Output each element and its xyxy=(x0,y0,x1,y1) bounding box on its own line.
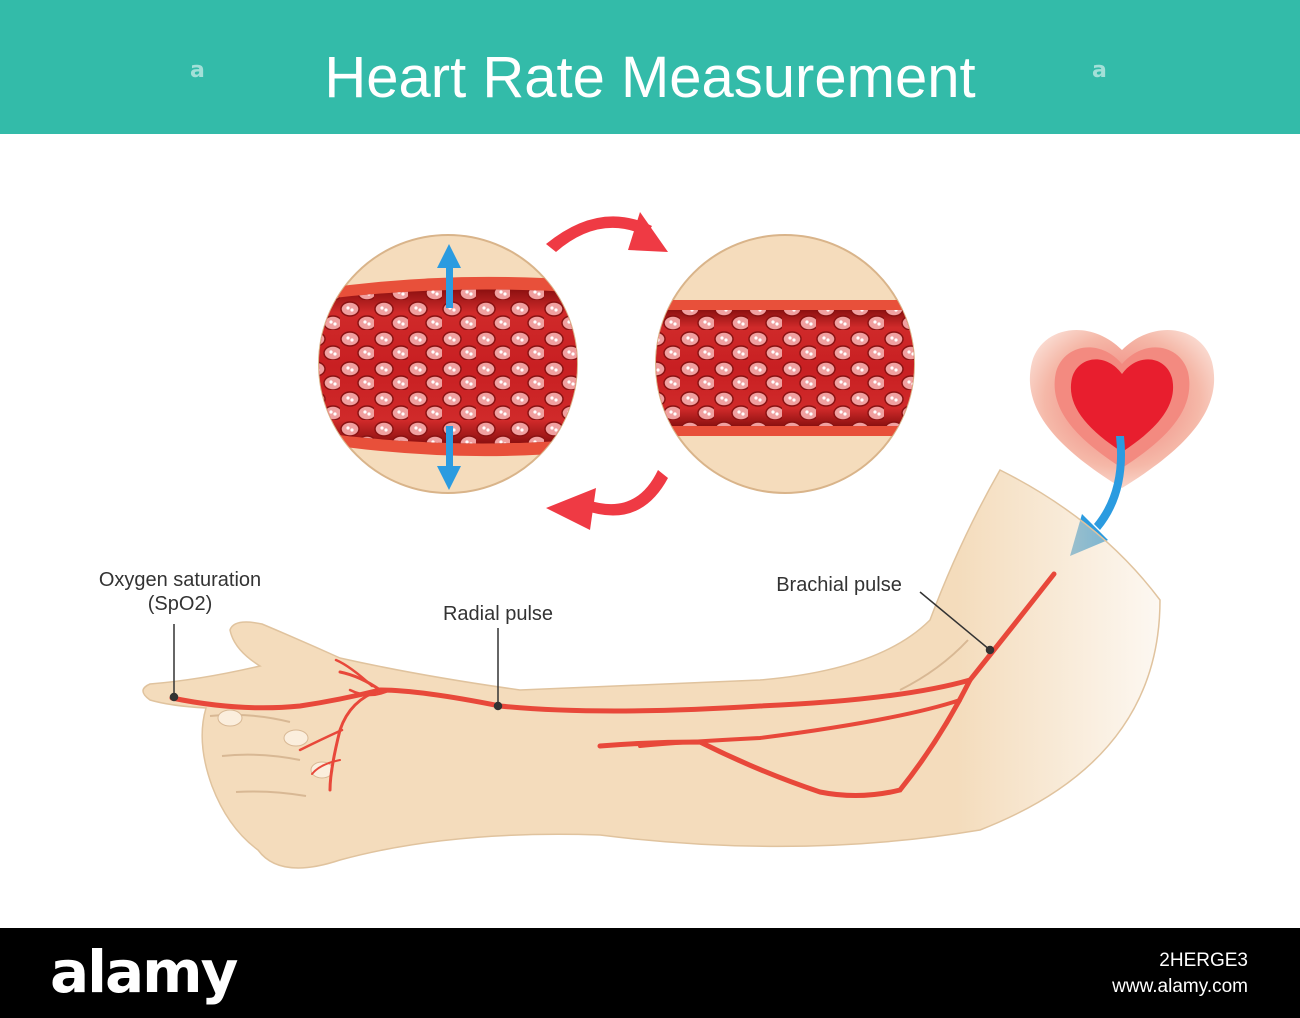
title-banner xyxy=(0,0,1300,134)
illustration xyxy=(142,212,1215,869)
image-id: 2HERGE3 xyxy=(1159,950,1248,971)
brachial-pulse-label: Brachial pulse xyxy=(776,574,902,596)
expand-arrow-icon xyxy=(437,244,461,490)
page-title: Heart Rate Measurement xyxy=(324,45,976,110)
heart-icon xyxy=(1029,329,1215,488)
site-url[interactable]: www.alamy.com xyxy=(1112,976,1248,997)
arm-illustration xyxy=(142,469,1161,869)
artery-network xyxy=(169,571,1057,799)
cycle-arrow-icon xyxy=(546,212,668,530)
spo2-label: (SpO2) xyxy=(147,593,213,615)
brand-logo: alamy xyxy=(50,938,238,1006)
radial-pulse-label: Radial pulse xyxy=(442,603,554,625)
label-pointers xyxy=(169,591,995,711)
watermark-mark: a xyxy=(1092,58,1107,83)
oxygen-saturation-label: Oxygen saturation xyxy=(98,569,262,591)
watermark-mark: a xyxy=(190,58,205,83)
normal-vessel-circle xyxy=(655,234,915,494)
footer-bar: alamy 2HERGE3 www.alamy.com xyxy=(0,928,1300,1018)
dilated-vessel-circle xyxy=(318,234,578,494)
